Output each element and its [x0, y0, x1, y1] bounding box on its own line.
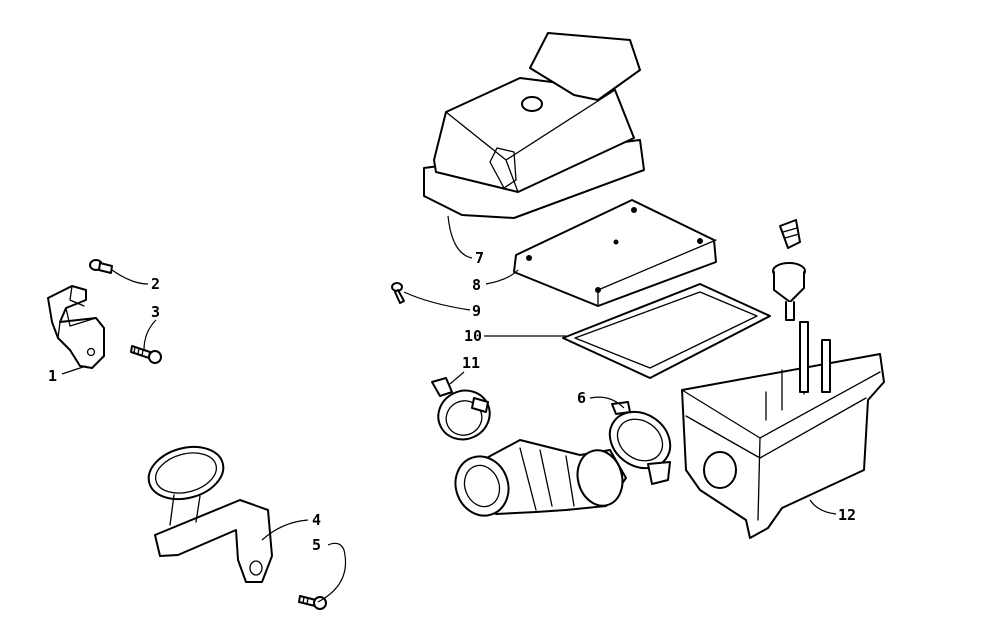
part-3-screw [130, 345, 162, 364]
callout-10: 10 [464, 327, 482, 345]
callout-9: 9 [472, 302, 481, 320]
callout-3: 3 [151, 303, 160, 321]
part-6-hose-clamp [608, 401, 672, 485]
part-8-plate [513, 199, 717, 307]
part-10-gasket [562, 283, 771, 379]
fitting-plug [772, 219, 806, 321]
part-11-hose-clamp [431, 377, 491, 441]
callout-labels: 1 2 3 4 5 6 7 8 9 10 11 12 [48, 249, 856, 554]
callout-12: 12 [838, 506, 856, 524]
callout-5: 5 [312, 536, 321, 554]
callout-4: 4 [312, 511, 321, 529]
part-1-bracket [47, 285, 105, 369]
callout-2: 2 [151, 275, 160, 293]
callout-8: 8 [472, 276, 481, 294]
callout-1: 1 [48, 367, 57, 385]
part-2-screw [89, 259, 113, 274]
callout-6: 6 [577, 389, 586, 407]
part-12-airbox [681, 321, 885, 539]
intake-boot [454, 439, 627, 517]
leader-lines [61, 215, 837, 603]
callout-11: 11 [462, 354, 480, 372]
part-7-cover [423, 32, 645, 219]
part-4-clamp [147, 445, 273, 583]
part-9-screw [391, 282, 405, 304]
part-5-screw [298, 595, 327, 610]
callout-7: 7 [475, 249, 484, 267]
